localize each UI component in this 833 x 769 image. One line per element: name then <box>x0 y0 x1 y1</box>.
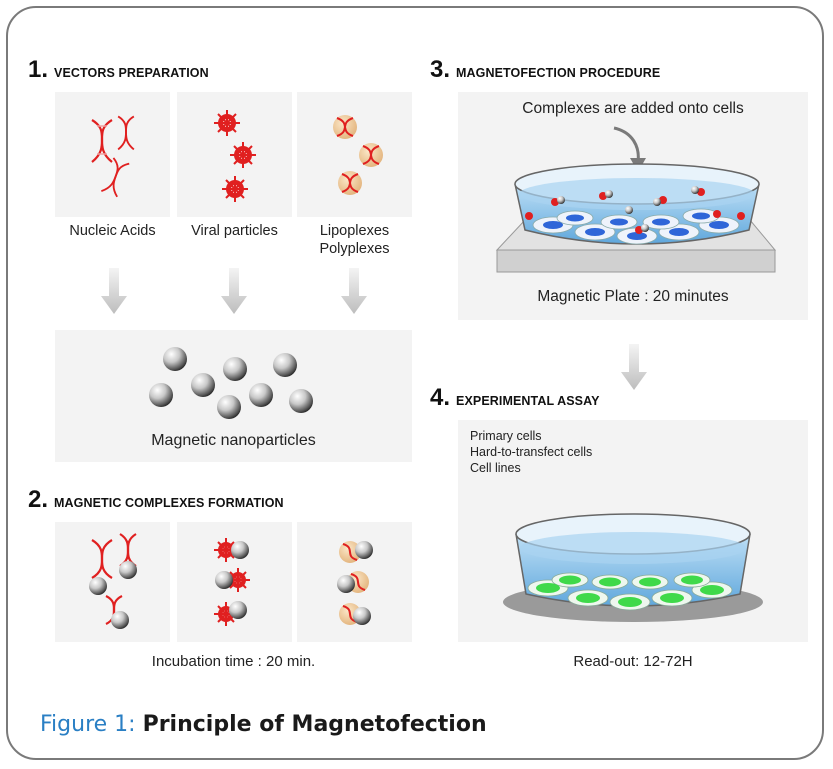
nanoparticles-icon <box>149 347 313 419</box>
figure-caption: Figure 1: Principle of Magnetofection <box>40 712 487 737</box>
step-3-title: MAGNETOFECTION PROCEDURE <box>456 66 661 80</box>
dna-bead-complex-icon <box>89 533 137 629</box>
lipoplex-icon <box>338 171 362 195</box>
step-1-heading: 1. VECTORS PREPARATION <box>28 56 209 84</box>
step-4-title: EXPERIMENTAL ASSAY <box>456 394 600 408</box>
down-arrow-icon <box>341 268 367 314</box>
step-3-heading: 3. MAGNETOFECTION PROCEDURE <box>430 56 660 84</box>
lipoplex-icon <box>359 143 383 167</box>
figure-caption-title: Principle of Magnetofection <box>142 712 487 737</box>
cell-type-hard: Hard-to-transfect cells <box>470 445 593 459</box>
step-1-number: 1. <box>28 56 49 83</box>
step-2-number: 2. <box>28 486 49 513</box>
dna-icon <box>101 157 130 198</box>
lipoplexes-label: Lipoplexes <box>319 223 390 239</box>
nucleic-acids-label: Nucleic Acids <box>69 223 156 239</box>
magnetic-plate-label: Magnetic Plate : 20 minutes <box>537 288 729 305</box>
down-arrow-icon <box>221 268 247 314</box>
dna-icon <box>117 115 135 151</box>
down-arrow-icon <box>621 344 647 390</box>
step-4-number: 4. <box>430 384 451 411</box>
step-1-title: VECTORS PREPARATION <box>54 66 209 80</box>
step-2-heading: 2. MAGNETIC COMPLEXES FORMATION <box>28 486 284 514</box>
nanoparticles-label: Magnetic nanoparticles <box>151 432 316 449</box>
virus-icon <box>214 110 240 136</box>
cell-type-primary: Primary cells <box>470 429 542 443</box>
dna-icon <box>91 119 113 163</box>
lipoplexes-panel <box>297 92 412 217</box>
step-2-title: MAGNETIC COMPLEXES FORMATION <box>54 496 284 510</box>
figure-caption-label: Figure 1: <box>40 712 136 737</box>
virus-icon <box>230 142 256 168</box>
down-arrow-icon <box>101 268 127 314</box>
cell-type-lines: Cell lines <box>470 461 521 475</box>
petri-dish-magnetic-plate <box>495 163 777 273</box>
procedure-top-label: Complexes are added onto cells <box>522 100 744 117</box>
nucleic-acids-panel <box>55 92 170 217</box>
polyplexes-label: Polyplexes <box>319 241 390 257</box>
readout-label: Read-out: 12-72H <box>573 653 693 670</box>
step-4-heading: 4. EXPERIMENTAL ASSAY <box>430 384 600 412</box>
lipoplex-icon <box>333 115 357 139</box>
viral-particles-label: Viral particles <box>191 223 278 239</box>
virus-bead-complex-icon <box>214 538 250 626</box>
lipo-bead-complex-icon <box>337 541 373 625</box>
petri-dish-assay <box>503 513 763 622</box>
step-3-number: 3. <box>430 56 451 83</box>
incubation-label: Incubation time : 20 min. <box>151 653 316 670</box>
virus-icon <box>222 176 248 202</box>
